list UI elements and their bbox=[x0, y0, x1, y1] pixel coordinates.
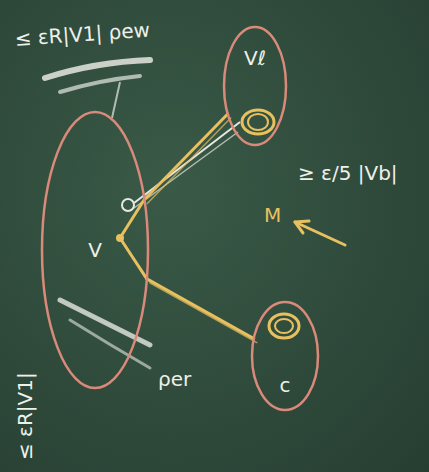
matching-label: M bbox=[264, 204, 281, 226]
set-ellipse: Vℓ bbox=[222, 25, 288, 147]
bound-note: ≤ εR|V1| bbox=[14, 372, 36, 460]
matching-edge bbox=[147, 279, 254, 339]
vertex-link bbox=[120, 199, 144, 238]
set-name: Vℓ bbox=[244, 47, 266, 69]
set-name: c bbox=[280, 374, 291, 396]
density-label: ρer bbox=[158, 368, 191, 390]
chalk-double-stroke bbox=[150, 283, 257, 343]
bound-note: ≤ εR|V1| ρew bbox=[14, 19, 151, 50]
vertex-link bbox=[120, 238, 147, 279]
set-ellipse: c bbox=[250, 300, 320, 412]
ellipse-outline bbox=[222, 25, 288, 147]
set-name: V bbox=[88, 239, 102, 261]
chalk-double-stroke bbox=[147, 118, 230, 203]
vertex-dot bbox=[116, 234, 124, 242]
bound-note: ≥ ε/5 |Vb| bbox=[298, 162, 398, 184]
set-ellipse: V bbox=[40, 110, 150, 390]
matching-edge bbox=[144, 114, 227, 199]
